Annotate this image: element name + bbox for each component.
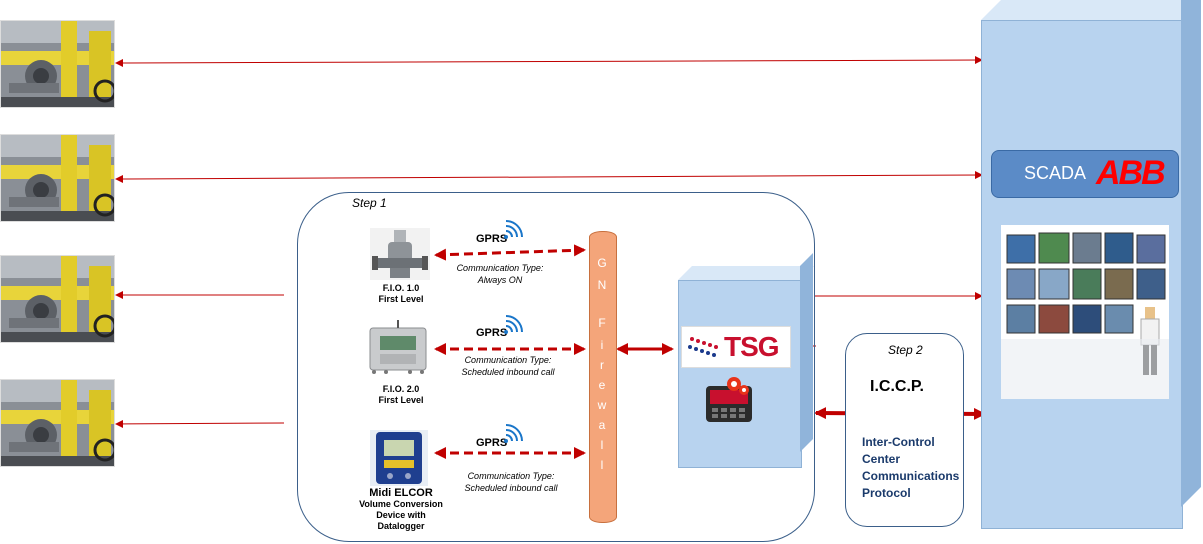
firewall-cylinder: G N F i r e w a l l bbox=[589, 231, 617, 523]
firewall-letter: N bbox=[597, 278, 607, 292]
iccp-description-line: Communications bbox=[862, 469, 960, 483]
scada-screens-image bbox=[1001, 225, 1169, 399]
iccp-description-line: Inter-Control bbox=[862, 435, 935, 449]
step2-box bbox=[845, 333, 964, 527]
wireless-signal-icon bbox=[504, 315, 523, 334]
tsg-tower-top bbox=[678, 266, 814, 280]
fio-box-icon bbox=[369, 320, 427, 374]
scada-tower-side bbox=[1181, 0, 1201, 507]
tsg-tower bbox=[678, 280, 802, 468]
station-photo bbox=[1, 21, 114, 107]
firewall-letter: F bbox=[598, 316, 606, 330]
step1-label: Step 1 bbox=[352, 196, 387, 210]
elcor-device-icon bbox=[370, 430, 428, 486]
device-2-label-line: F.I.O. 2.0 bbox=[382, 384, 420, 394]
link-station-2 bbox=[115, 171, 983, 183]
device-1-label-line: F.I.O. 1.0 bbox=[382, 283, 420, 293]
iccp-title: I.C.C.P. bbox=[870, 378, 924, 395]
device-1-label: F.I.O. 1.0 First Level bbox=[360, 283, 442, 305]
firewall-letter: e bbox=[598, 378, 606, 392]
abb-logo: ABB bbox=[1096, 154, 1166, 192]
station-photo-4 bbox=[0, 379, 115, 467]
gprs-link-1 bbox=[434, 244, 586, 261]
scada-tower-top bbox=[981, 0, 1201, 20]
firewall-letter: r bbox=[600, 358, 604, 372]
firewall-letter: l bbox=[600, 458, 604, 472]
firewall-letter: w bbox=[597, 398, 607, 412]
comm-type-line: Scheduled inbound call bbox=[461, 367, 555, 377]
device-3-label-line: Volume Conversion bbox=[359, 499, 443, 509]
comm-type-line: Communication Type: bbox=[456, 263, 544, 273]
firewall-letter: a bbox=[598, 418, 606, 432]
regulator-device-icon bbox=[370, 228, 430, 280]
device-2-label-line: First Level bbox=[378, 395, 424, 405]
device-1-label-line: First Level bbox=[378, 294, 424, 304]
comm-type-line: Scheduled inbound call bbox=[464, 483, 558, 493]
link-station-1 bbox=[115, 56, 983, 67]
comm-type-2: Communication Type: Scheduled inbound ca… bbox=[442, 354, 574, 378]
station-photo bbox=[1, 380, 114, 466]
tsg-logo: TSG bbox=[681, 326, 791, 368]
comm-type-3: Communication Type: Scheduled inbound ca… bbox=[444, 470, 578, 494]
firewall-letter: G bbox=[597, 256, 607, 270]
station-photo bbox=[1, 135, 114, 221]
device-3-label-line: Datalogger bbox=[377, 521, 425, 531]
station-photo bbox=[1, 256, 114, 342]
control-panel-icon bbox=[706, 377, 752, 422]
tsg-logo-text: TSG bbox=[724, 331, 780, 362]
device-3-label: Midi ELCOR Volume Conversion Device with… bbox=[352, 488, 450, 532]
gprs-label-3: GPRS bbox=[476, 437, 508, 449]
gprs-label-2: GPRS bbox=[476, 327, 508, 339]
comm-type-line: Always ON bbox=[477, 275, 523, 285]
iccp-description-line: Center bbox=[862, 452, 901, 466]
step2-label: Step 2 bbox=[888, 343, 923, 357]
device-2-label: F.I.O. 2.0 First Level bbox=[360, 384, 442, 406]
scada-badge: SCADA ABB bbox=[991, 150, 1179, 198]
comm-type-line: Communication Type: bbox=[464, 355, 552, 365]
tsg-tower-side bbox=[800, 253, 813, 452]
device-3-label-line: Midi ELCOR bbox=[369, 487, 433, 499]
iccp-description: Inter-Control Center Communications Prot… bbox=[862, 434, 959, 502]
station-photo-3 bbox=[0, 255, 115, 343]
comm-type-line: Communication Type: bbox=[467, 471, 555, 481]
iccp-description-line: Protocol bbox=[862, 486, 911, 500]
comm-type-1: Communication Type: Always ON bbox=[436, 262, 564, 286]
gprs-label-1: GPRS bbox=[476, 233, 508, 245]
tsg-swoosh-icon bbox=[688, 337, 718, 357]
station-photo-1 bbox=[0, 20, 115, 108]
firewall-letter: l bbox=[600, 438, 604, 452]
scada-label: SCADA bbox=[1024, 163, 1087, 183]
link-station-4 bbox=[115, 419, 285, 428]
step1-box bbox=[297, 192, 815, 542]
wireless-signal-icon bbox=[504, 220, 523, 239]
station-photo-2 bbox=[0, 134, 115, 222]
firewall-letter: i bbox=[600, 338, 604, 352]
wireless-signal-icon bbox=[504, 424, 523, 443]
device-3-label-line: Device with bbox=[376, 510, 426, 520]
